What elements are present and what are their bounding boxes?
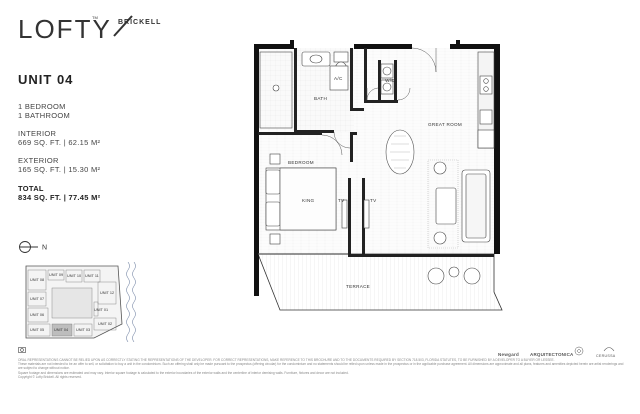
logo-text: LOFTY	[18, 14, 112, 44]
sink-icon	[309, 54, 323, 64]
disclaimer-line: Square footage and dimensions are estima…	[18, 370, 349, 375]
total-value: 834 SQ. FT. | 77.45 M²	[18, 193, 101, 202]
key-unit-01	[93, 301, 99, 317]
living-furniture	[363, 159, 491, 249]
key-unit-06	[27, 307, 49, 323]
disclaimer-line: Copyright © Lofty Brickell. All rights r…	[18, 374, 82, 379]
label-ac: A/C	[334, 76, 343, 81]
water-waves-icon	[126, 262, 136, 342]
key-label-unit-06: UNIT 06	[30, 313, 44, 317]
key-label-unit-01: UNIT 01	[94, 308, 108, 312]
cooktop-icon	[479, 75, 493, 95]
partner-logo-cerussa: CERUSSA	[596, 354, 616, 358]
interior-value: 669 SQ. FT. | 62.15 M²	[18, 138, 101, 147]
accent-chair-icon	[433, 231, 447, 245]
label-tv-great-room: TV	[370, 198, 377, 203]
key-label-unit-08: UNIT 08	[30, 278, 44, 282]
terrace-furniture	[427, 266, 481, 285]
key-unit-02	[93, 317, 117, 331]
key-label-unit-02: UNIT 02	[98, 322, 112, 326]
label-wd: W/D	[385, 78, 395, 83]
area-rug	[427, 159, 459, 249]
key-label-unit-11: UNIT 11	[85, 274, 99, 278]
key-label-unit-05: UNIT 05	[30, 328, 44, 332]
label-king: KING	[302, 198, 315, 203]
total-label: TOTAL	[18, 184, 44, 193]
terrace-chair-icon	[463, 267, 481, 285]
floor-plan: BATH A/C W/D GREAT ROOM BEDROOM KING TV …	[254, 40, 503, 311]
bath-fixtures	[259, 51, 349, 129]
brand-sub: BRICKELL	[118, 19, 162, 26]
kitchen-counter	[477, 51, 495, 149]
partner-logo-newgard: Newgard	[498, 352, 520, 357]
dining-table	[385, 129, 415, 175]
label-bath: BATH	[314, 96, 327, 101]
terrace-floor	[257, 253, 503, 311]
coffee-table-icon	[435, 187, 457, 225]
key-unit-09	[47, 269, 65, 281]
unit-title: UNIT 04	[18, 72, 74, 87]
key-plan: UNIT 08 UNIT 09 UNIT 10 UNIT 11 UNIT 12 …	[25, 262, 136, 342]
key-label-unit-09: UNIT 09	[49, 273, 63, 277]
interior-label: INTERIOR	[18, 129, 57, 138]
unit-bedrooms: 1 BEDROOM	[18, 102, 66, 111]
key-unit-03	[73, 323, 93, 337]
terrace-chair-icon	[427, 267, 445, 285]
label-great-room: GREAT ROOM	[428, 122, 462, 127]
washer-icon	[380, 63, 394, 79]
key-unit-08	[27, 269, 47, 291]
label-terrace: TERRACE	[346, 284, 370, 289]
door-swings	[321, 47, 437, 156]
key-label-unit-12: UNIT 12	[100, 291, 114, 295]
key-core	[51, 287, 93, 319]
toilet-tank	[333, 51, 349, 63]
cerussa-emblem-icon	[603, 347, 615, 352]
compass-label: N	[42, 245, 47, 252]
tv-icon	[363, 199, 370, 229]
ac-closet	[329, 65, 349, 91]
partner-logo-arquitectonica: ARQUITECTONICA	[530, 352, 574, 357]
disclaimer-line: ORAL REPRESENTATIONS CANNOT BE RELIED UP…	[18, 358, 555, 362]
camera-icon	[18, 346, 26, 362]
exterior-label: EXTERIOR	[18, 156, 59, 165]
exterior-walls	[254, 40, 500, 296]
exterior-value: 165 SQ. FT. | 15.30 M²	[18, 165, 101, 174]
fridge-icon	[477, 129, 495, 149]
terrace-table-icon	[448, 266, 460, 278]
key-label-unit-10: UNIT 10	[67, 274, 81, 278]
legal-disclaimer: ORAL REPRESENTATIONS CANNOT BE RELIED UP…	[18, 358, 628, 379]
key-unit-11	[83, 269, 101, 283]
key-unit-10	[65, 269, 83, 283]
king-bed	[265, 153, 348, 245]
tv-icon	[341, 199, 348, 229]
key-unit-07	[27, 291, 47, 307]
label-tv-bedroom: TV	[338, 198, 345, 203]
unit-bathrooms: 1 BATHROOM	[18, 111, 71, 120]
nightstand-icon	[269, 153, 281, 165]
dryer-icon	[380, 79, 394, 95]
key-label-unit-03: UNIT 03	[76, 328, 90, 332]
logo-slash-mark	[113, 15, 133, 37]
interior-walls	[258, 48, 494, 257]
key-unit-12	[97, 281, 117, 305]
key-label-unit-07: UNIT 07	[30, 297, 44, 301]
shower-drain-icon	[272, 84, 280, 92]
label-bedroom: BEDROOM	[288, 160, 314, 165]
kitchen-sink-icon	[479, 109, 493, 125]
key-label-unit-04: UNIT 04	[54, 328, 68, 332]
trademark-mark: TM	[92, 15, 98, 20]
accent-chair-icon	[433, 161, 447, 175]
brand-logo: LOFTY	[18, 14, 134, 45]
partner-emblem-icon	[574, 346, 584, 356]
key-unit-05	[27, 323, 51, 337]
nightstand-icon	[269, 233, 281, 245]
disclaimer-line: These materials are not intended to be a…	[18, 362, 624, 371]
key-unit-04	[51, 323, 73, 337]
compass-icon: N	[19, 241, 47, 253]
